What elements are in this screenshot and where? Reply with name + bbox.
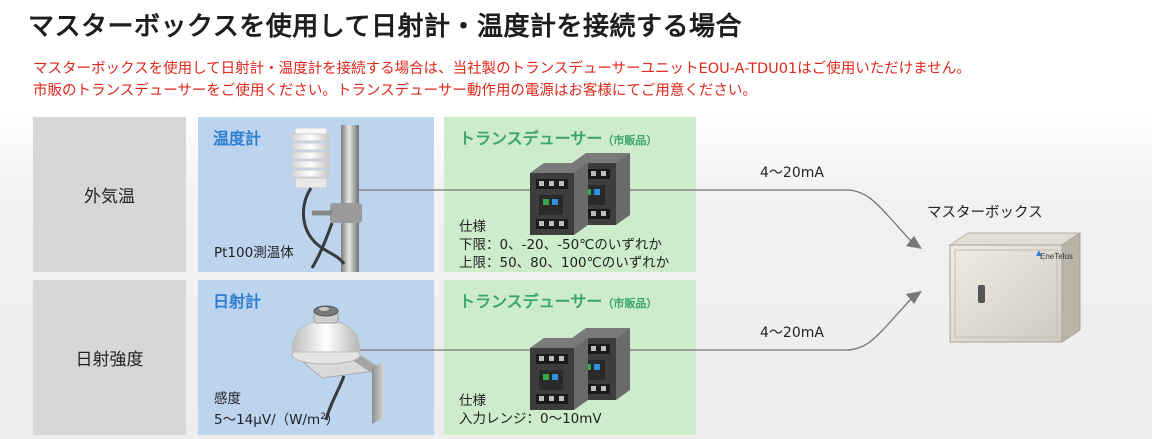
transducer-spec-line: 上限：50、80、100℃のいずれか: [459, 255, 670, 271]
sensor-caption-tail: ）: [325, 412, 340, 428]
signal-label-temp: 4～20mA: [760, 165, 824, 181]
arrow-head-icon: [906, 236, 922, 249]
sensor-title-thermometer: 温度計: [213, 129, 262, 148]
transducer-spec-heading-1: 仕様: [459, 219, 486, 235]
page-title: マスターボックスを使用して日射計・温度計を接続する場合: [28, 12, 742, 42]
signal-label-solar: 4～20mA: [760, 325, 824, 341]
master-box-illustration: [948, 232, 1082, 343]
transducer-title-note: （市販品）: [602, 134, 658, 147]
row-label-solar: 日射強度: [33, 280, 186, 435]
pyranometer-illustration: [291, 305, 384, 424]
sensor-caption-pyranometer-1: 感度: [214, 391, 241, 407]
transducer-title-note: （市販品）: [602, 297, 658, 310]
master-box-label: マスターボックス: [927, 205, 1043, 221]
transducer-spec-heading-2: 仕様: [459, 393, 486, 409]
row-label-text: 日射強度: [75, 350, 144, 370]
transducer-title-text: トランスデューサー: [459, 129, 603, 148]
thermometer-illustration: [291, 125, 362, 272]
notice-line-1: マスターボックスを使用して日射計・温度計を接続する場合は、当社製のトランスデュー…: [33, 61, 971, 77]
transducer-illustration-1: [530, 153, 630, 235]
row-label-text: 外気温: [84, 187, 135, 207]
signal-line-solar: [356, 297, 913, 351]
arrow-head-icon: [906, 291, 922, 304]
transducer-illustration-2: [530, 328, 630, 410]
sensor-caption-pyranometer-2: 5～14μV/（W/m2）: [214, 409, 339, 429]
transducer-title-1: トランスデューサー（市販品）: [459, 125, 657, 149]
transducer-title-2: トランスデューサー（市販品）: [459, 288, 657, 312]
master-box-brand-logo: EneTelus: [1040, 252, 1073, 261]
sensor-title-pyranometer: 日射計: [213, 292, 262, 311]
row-label-outdoor-temp: 外気温: [33, 117, 186, 272]
transducer-spec-line: 下限：0、-20、-50℃のいずれか: [459, 237, 662, 253]
notice-line-2: 市販のトランスデューサーをご使用ください。トランスデューサー動作用の電源はお客様…: [33, 83, 757, 99]
transducer-title-text: トランスデューサー: [459, 292, 603, 311]
sensor-caption-text: 5～14μV/（W/m: [214, 412, 321, 428]
transducer-spec-line: 入力レンジ：0～10mV: [459, 411, 602, 427]
signal-line-temp: [356, 189, 913, 243]
sensor-caption-sup: 2: [320, 412, 326, 422]
sensor-caption-thermometer: Pt100測温体: [214, 245, 294, 261]
